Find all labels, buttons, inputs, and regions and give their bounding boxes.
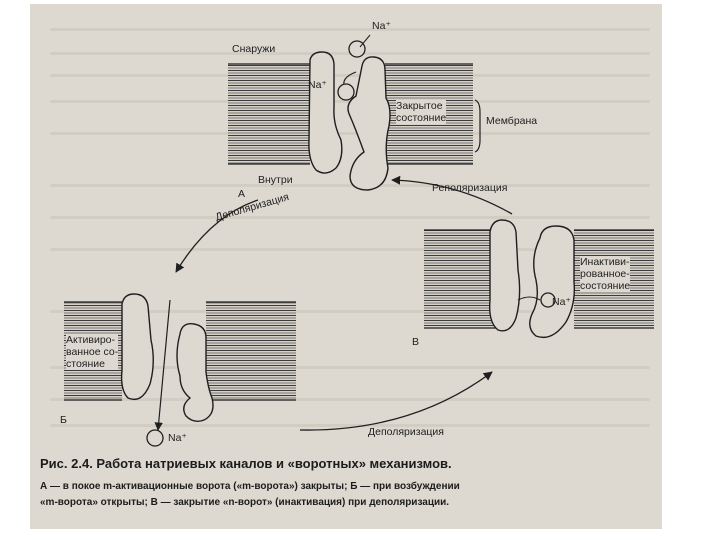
panel-letter: Б — [60, 414, 67, 426]
ion-label: Na⁺ — [168, 432, 187, 444]
membrane-label: Мембрана — [486, 115, 537, 127]
membrane-brace — [475, 100, 480, 152]
state-label: Закрытое состояние — [396, 100, 446, 124]
state-label: Инактиви- рованное- состояние — [580, 256, 630, 292]
channel-protein-left — [309, 52, 342, 173]
figure-caption-text: А — в покое m-активационные ворота («m-в… — [40, 479, 660, 511]
panel-letter: А — [238, 188, 245, 200]
arrow-label-depolarization: Деполяризация — [368, 426, 444, 438]
membrane-segment — [228, 64, 310, 164]
sodium-ion — [338, 84, 354, 100]
membrane-segment — [206, 302, 296, 400]
channel-protein-right — [348, 57, 390, 190]
panel-letter: В — [412, 336, 419, 348]
panel-b-activated-channel — [64, 294, 296, 446]
figure-caption-title: Рис. 2.4. Работа натриевых каналов и «во… — [40, 456, 640, 471]
inside-label: Внутри — [258, 174, 293, 186]
ion-flow-arrow — [158, 300, 170, 430]
channel-protein-left — [122, 294, 154, 399]
ion-label: Na⁺ — [552, 296, 571, 308]
sodium-ion — [147, 430, 163, 446]
ion-label: Na⁺ — [308, 79, 327, 91]
channel-protein-left — [490, 220, 520, 331]
membrane-segment — [424, 230, 500, 328]
outside-label: Снаружи — [232, 43, 275, 55]
channel-protein-right — [530, 226, 575, 337]
arrow-label-repolarization: Реполяризация — [432, 182, 507, 194]
state-label: Активиро- ванное со- стояние — [66, 334, 118, 370]
arrow-b-to-v — [300, 372, 492, 430]
ion-label: Na⁺ — [372, 20, 391, 32]
